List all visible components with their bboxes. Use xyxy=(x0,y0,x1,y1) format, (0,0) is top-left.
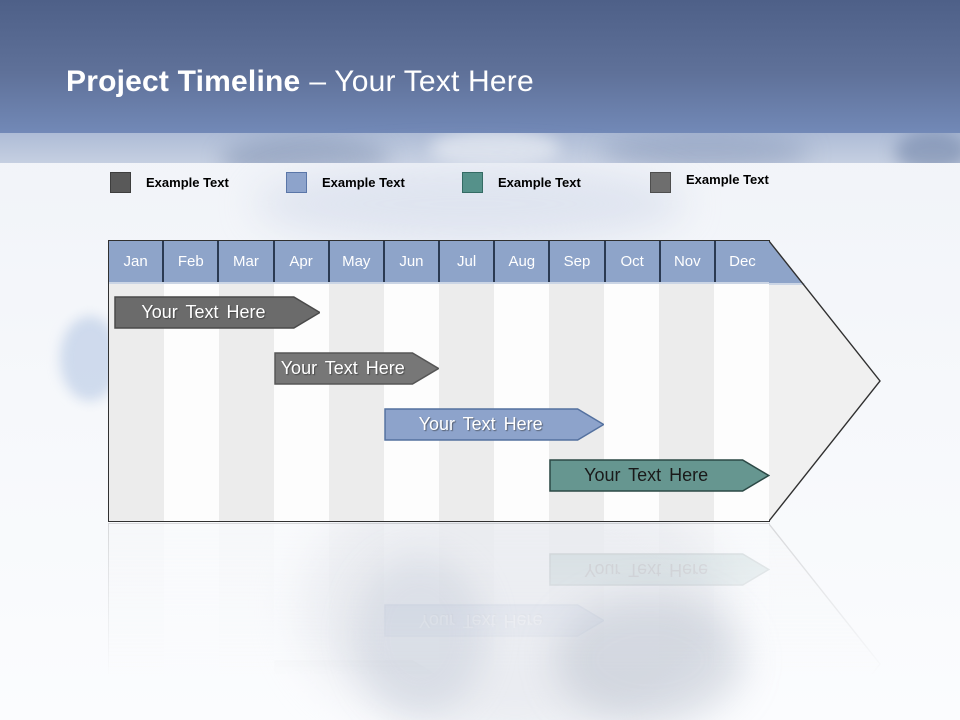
legend-swatch-4 xyxy=(650,172,671,193)
month-column-stripe xyxy=(439,524,494,720)
legend-swatch-1 xyxy=(110,172,131,193)
month-column-stripe xyxy=(329,284,384,521)
month-header-feb: Feb xyxy=(162,241,217,282)
page-title: Project Timeline– Your Text Here xyxy=(66,63,534,101)
legend-swatch-3 xyxy=(462,172,483,193)
month-header-apr: Apr xyxy=(272,241,328,282)
legend-item-1[interactable]: Example Text xyxy=(110,172,229,193)
legend-label-1: Example Text xyxy=(146,175,229,190)
bar-label: Your Text Here xyxy=(114,716,294,720)
photo-blur-shape xyxy=(220,137,390,163)
bar-arrow-shape xyxy=(113,296,321,329)
photo-blur-shape xyxy=(895,133,960,163)
month-header-nov: Nov xyxy=(658,241,714,282)
month-column-stripe xyxy=(329,524,384,720)
timeline-bar-2[interactable]: Your Text Here xyxy=(273,352,439,385)
timeline-arrow-tip xyxy=(769,523,881,720)
timeline-bar-3[interactable]: Your Text Here xyxy=(384,408,605,441)
legend-item-3[interactable]: Example Text xyxy=(462,172,581,193)
month-column-stripe xyxy=(659,524,714,720)
month-header-may: May xyxy=(327,241,383,282)
month-header-jan: Jan xyxy=(123,253,148,270)
bar-arrow-shape xyxy=(549,459,770,492)
title-regular-text: – Your Text Here xyxy=(309,65,534,98)
timeline-arrow-tip xyxy=(769,240,881,522)
bar-label: Your Text Here xyxy=(141,302,266,322)
timeline-bar-3: Your Text Here xyxy=(384,604,605,637)
bar-arrow-shape xyxy=(113,716,321,720)
bar-arrow-shape xyxy=(273,660,439,693)
photo-blur-shape xyxy=(600,133,810,163)
bar-label: Your Text Here xyxy=(418,414,543,434)
slide-header-banner: Project Timeline– Your Text Here xyxy=(0,0,960,133)
timeline-bar-2: Your Text Here xyxy=(273,660,439,693)
legend-item-4[interactable]: Example Text xyxy=(650,172,769,193)
bar-arrow-shape xyxy=(384,408,605,441)
title-bold-text: Project Timeline xyxy=(66,65,301,98)
photo-blur-shape xyxy=(430,133,560,163)
month-column-stripe xyxy=(494,524,549,720)
bar-arrow-shape xyxy=(549,553,770,586)
month-column-stripe xyxy=(549,524,604,720)
header-photo-band xyxy=(0,133,960,163)
month-column-stripe xyxy=(274,524,329,720)
timeline-bar-1[interactable]: Your Text Here xyxy=(113,296,321,329)
bar-label: Your Text Here xyxy=(584,465,709,485)
bar-label: Your Text Here xyxy=(280,358,405,378)
bar-label: Your Text Here xyxy=(584,560,709,580)
bar-arrow-shape xyxy=(273,352,439,385)
legend-swatch-2 xyxy=(286,172,307,193)
month-column-stripe xyxy=(109,524,164,720)
month-column-stripe xyxy=(384,284,439,521)
month-header-oct: Oct xyxy=(603,241,659,282)
bar-arrow-shape xyxy=(384,604,605,637)
legend-label-4: Example Text xyxy=(686,172,769,187)
bar-label: Your Text Here xyxy=(280,667,405,687)
month-column-stripe xyxy=(494,284,549,521)
month-column-stripe xyxy=(384,524,439,720)
bar-label: Your Text Here xyxy=(418,611,543,631)
photo-blur-shape xyxy=(555,595,745,720)
month-column-stripe xyxy=(164,524,219,720)
month-header-jun: Jun xyxy=(382,241,438,282)
timeline-bar-4[interactable]: Your Text Here xyxy=(549,459,770,492)
month-column-stripe xyxy=(714,524,769,720)
photo-blur-shape xyxy=(355,555,485,715)
legend-item-2[interactable]: Example Text xyxy=(286,172,405,193)
month-column-stripe xyxy=(219,524,274,720)
month-header-sep: Sep xyxy=(548,241,603,282)
legend-label-2: Example Text xyxy=(322,175,405,190)
timeline-bar-1: Your Text Here xyxy=(113,716,321,720)
month-header-mar: Mar xyxy=(217,241,272,282)
month-header-jul: Jul xyxy=(438,241,493,282)
month-stripes xyxy=(109,524,769,720)
month-column-stripe xyxy=(604,524,659,720)
month-header-dec: Dec xyxy=(713,241,769,282)
timeline-bar-4: Your Text Here xyxy=(549,553,770,586)
legend-label-3: Example Text xyxy=(498,175,581,190)
month-header-aug: Aug xyxy=(493,241,548,282)
month-column-stripe xyxy=(439,284,494,521)
